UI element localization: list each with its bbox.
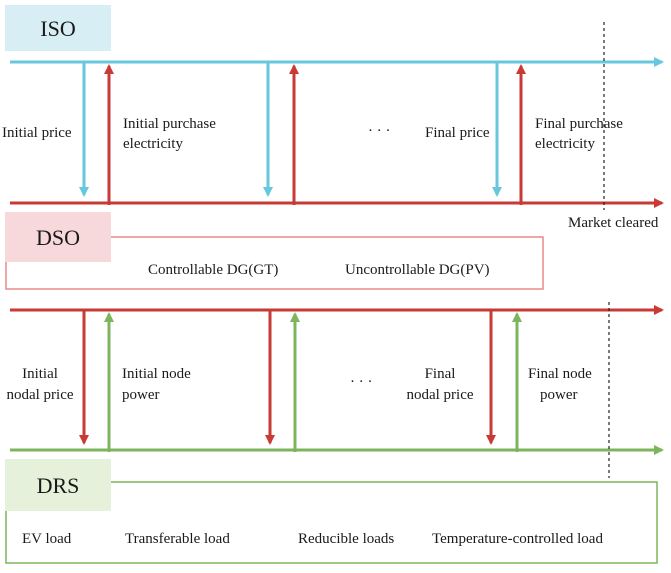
final-node-power-label-line1: Final node xyxy=(528,366,592,382)
temperature-controlled-load-label: Temperature-controlled load xyxy=(432,531,603,547)
market-cleared-label: Market cleared xyxy=(568,215,659,231)
iso-box xyxy=(5,5,111,51)
final-nodal-price-label-line2: nodal price xyxy=(406,387,473,403)
final-purchase-label-line2: electricity xyxy=(535,136,595,152)
initial-nodal-price-label-line1: Initial xyxy=(22,366,58,382)
dso-box xyxy=(5,212,111,262)
iso-ellipsis: · · · xyxy=(368,123,391,139)
initial-node-power-label-line2: power xyxy=(122,387,160,403)
final-node-power-label-line2: power xyxy=(540,387,578,403)
drs-panel xyxy=(5,481,658,564)
iso-title: ISO xyxy=(40,16,75,41)
dso-title: DSO xyxy=(36,225,80,250)
initial-purchase-label-line2: electricity xyxy=(123,136,183,152)
nodal-ellipsis: · · · xyxy=(350,374,373,390)
transferable-load-label: Transferable load xyxy=(125,531,230,547)
initial-purchase-label-line1: Initial purchase xyxy=(123,116,216,132)
final-purchase-label-line1: Final purchase xyxy=(535,116,623,132)
initial-price-label: Initial price xyxy=(2,125,72,141)
controllable-dg-label: Controllable DG(GT) xyxy=(148,262,278,278)
uncontrollable-dg-label: Uncontrollable DG(PV) xyxy=(345,262,490,278)
ev-load-label: EV load xyxy=(22,531,72,547)
final-price-label: Final price xyxy=(425,125,490,141)
drs-title: DRS xyxy=(37,473,80,498)
drs-box xyxy=(5,459,111,511)
final-nodal-price-label-line1: Final xyxy=(425,366,456,382)
initial-nodal-price-label-line2: nodal price xyxy=(6,387,73,403)
initial-node-power-label-line1: Initial node xyxy=(122,366,191,382)
reducible-loads-label: Reducible loads xyxy=(298,531,394,547)
